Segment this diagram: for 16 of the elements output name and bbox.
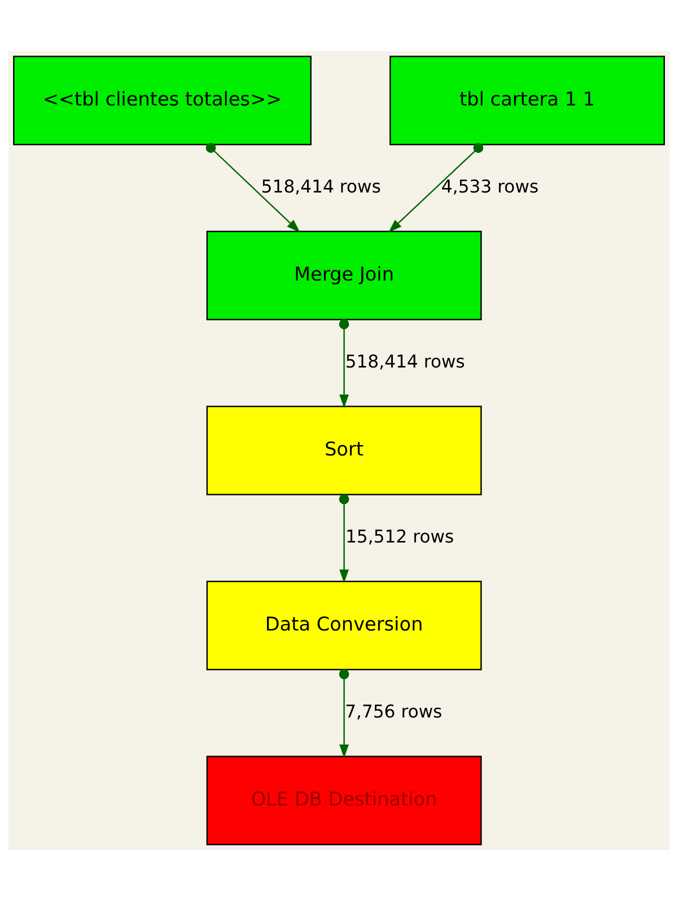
node-box: Data Conversion (206, 580, 482, 670)
node-box: Sort (206, 405, 482, 495)
edge-label: 15,512 rows (345, 527, 454, 548)
node-box: Merge Join (206, 230, 482, 320)
edge-label: 518,414 rows (345, 352, 465, 372)
arrow (339, 494, 350, 583)
edge-label: 7,756 rows (344, 702, 442, 722)
node-box: OLE DB Destination (206, 755, 482, 845)
arrow (206, 142, 300, 232)
node-box: tbl cartera 1 1 (390, 55, 665, 145)
edge-label: 518,414 rows (261, 177, 381, 198)
arrow (388, 142, 484, 232)
edge-label: 4,533 rows (441, 177, 539, 198)
node-box: <<tbl clientes totales>> (13, 55, 312, 145)
arrow (339, 318, 350, 408)
arrow (339, 668, 350, 758)
